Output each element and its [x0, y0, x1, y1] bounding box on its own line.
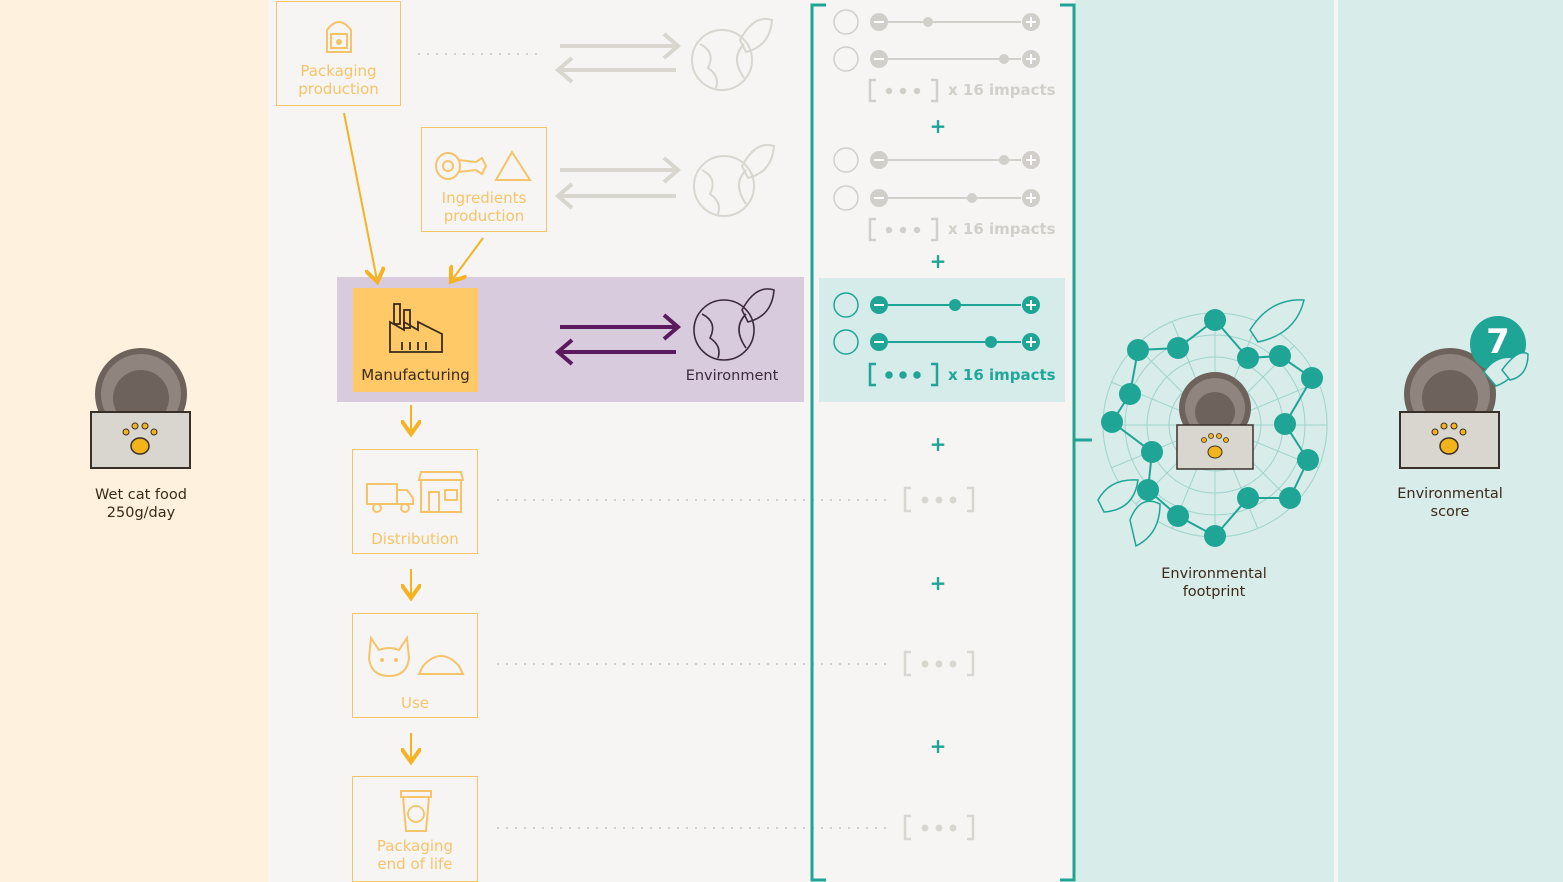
plus-sign: + — [929, 571, 947, 595]
globe-leaf-icon — [693, 144, 776, 217]
score-value: 7 — [1486, 322, 1510, 362]
score-badge — [1470, 316, 1529, 387]
impact-ellipsis-bracket — [903, 650, 975, 677]
plus-sign: + — [929, 114, 947, 138]
impact-slider[interactable] — [833, 329, 1040, 355]
stage-packaging-end-of-life: Packaging end of life — [352, 776, 478, 882]
impact-slider[interactable] — [833, 9, 1040, 35]
impacts-bracket — [810, 3, 1092, 882]
cat-food-can-icon — [1176, 372, 1254, 470]
stage-ingredients-production: Ingredients production — [421, 127, 547, 232]
cat-food-can-icon — [90, 348, 191, 469]
plus-sign: + — [929, 734, 947, 758]
factory-icon — [389, 303, 443, 353]
impact-ellipsis-bracket — [903, 486, 975, 513]
stage-distribution: Distribution — [352, 449, 478, 554]
stage-label-line: production — [443, 207, 525, 225]
globe-leaf-icon — [691, 18, 774, 91]
impact-slider[interactable] — [833, 185, 1040, 211]
flow-arrow — [452, 237, 484, 280]
globe-leaf-icon — [693, 288, 775, 361]
package-icon — [326, 21, 352, 53]
cat-bowl-icon — [367, 635, 465, 678]
impact-ellipsis-bracket — [868, 78, 939, 103]
impact-slider[interactable] — [833, 46, 1040, 72]
flow-arrow — [343, 112, 377, 280]
exchange-arrows-icon — [554, 32, 682, 84]
score-label: Environmental score — [1370, 485, 1530, 521]
stage-label-line: Packaging — [300, 62, 377, 80]
footprint-radar — [1097, 299, 1328, 548]
impact-count-label: x 16 impacts — [948, 81, 1056, 99]
footprint-label: Environmental footprint — [1134, 565, 1294, 601]
footprint-label-line: Environmental — [1161, 566, 1267, 582]
score-label-line: score — [1430, 504, 1470, 520]
stage-manufacturing: Manufacturing — [353, 288, 478, 392]
impact-count-label: x 16 impacts — [948, 220, 1056, 238]
footprint-label-line: footprint — [1182, 584, 1246, 600]
panel-divider — [1334, 0, 1338, 882]
stage-label-line: Packaging — [376, 837, 454, 855]
product-quantity: 250g/day — [106, 505, 176, 521]
stage-use: Use — [352, 613, 478, 718]
impact-ellipsis-bracket — [903, 814, 975, 841]
recycle-bin-icon — [400, 790, 432, 832]
product-name: Wet cat food — [95, 487, 187, 503]
leaf-icon — [1097, 299, 1305, 548]
exchange-arrows-icon — [554, 313, 682, 366]
impact-ellipsis-bracket — [868, 217, 939, 242]
stage-label-distribution: Distribution — [371, 530, 459, 548]
product-label: Wet cat food 250g/day — [60, 486, 222, 522]
stage-label-use: Use — [400, 694, 430, 712]
plus-sign: + — [929, 432, 947, 456]
stage-label-line: Ingredients — [441, 189, 527, 207]
stage-label-line: end of life — [377, 855, 453, 873]
stage-label-manufacturing: Manufacturing — [361, 366, 470, 384]
exchange-arrows-icon — [554, 156, 682, 210]
environment-label: Environment — [685, 368, 779, 384]
impact-category-icon — [1101, 309, 1323, 547]
impact-slider[interactable] — [833, 292, 1040, 318]
stage-packaging-production: Packaging production — [276, 1, 401, 106]
meat-grain-icon — [435, 150, 532, 181]
truck-shop-icon — [366, 471, 465, 513]
plus-sign: + — [929, 249, 947, 273]
impacts-panel — [811, 0, 1075, 882]
impact-ellipsis-bracket — [868, 362, 939, 387]
score-label-line: Environmental — [1397, 486, 1503, 502]
stage-label-line: production — [298, 80, 379, 98]
impact-count-label: x 16 impacts — [948, 366, 1056, 384]
impact-slider[interactable] — [833, 147, 1040, 173]
cat-food-can-icon — [1399, 348, 1500, 469]
